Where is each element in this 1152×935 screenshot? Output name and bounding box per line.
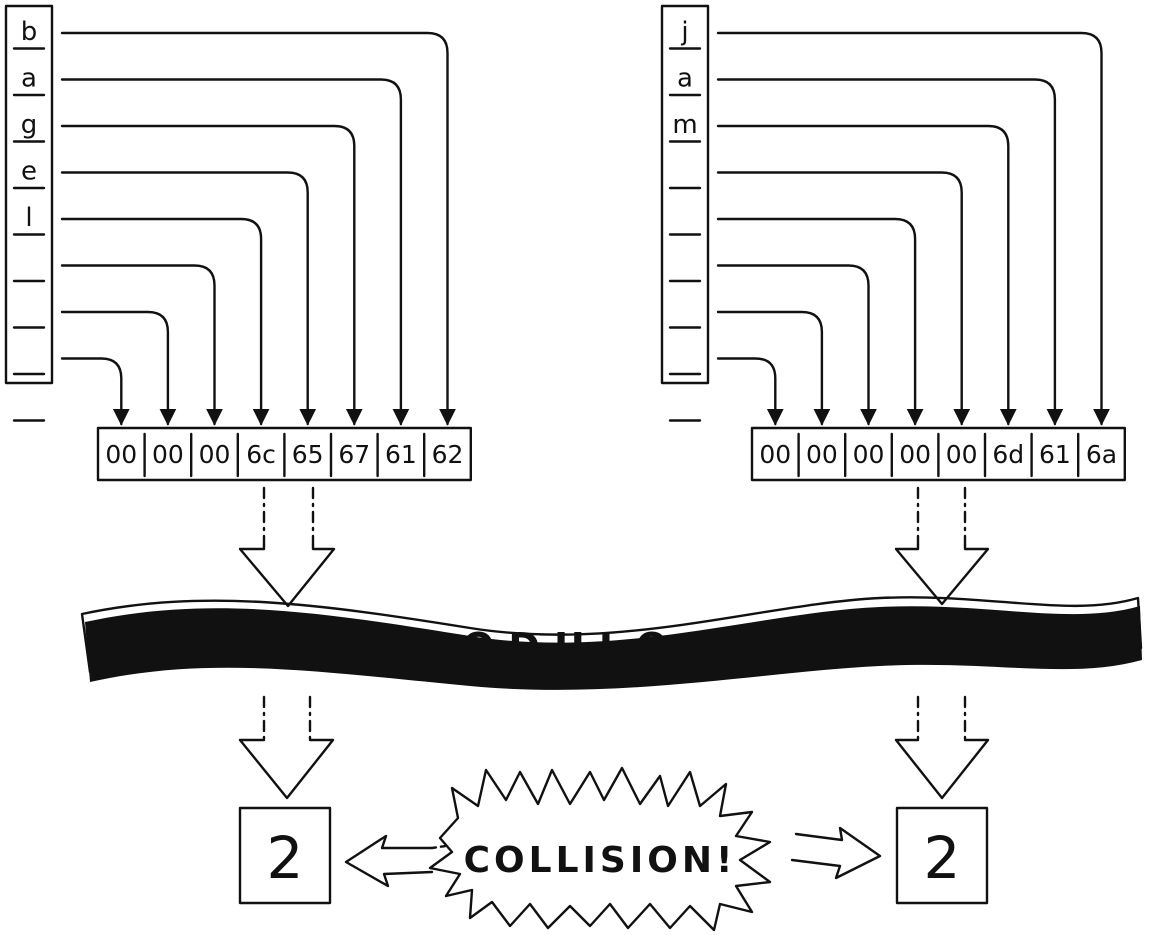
left-result-value: 2 — [267, 824, 304, 892]
left-route-0 — [60, 31, 456, 426]
right-byte-box — [750, 426, 1126, 482]
left-char-4: l — [25, 203, 32, 233]
right-byte-4: 00 — [946, 440, 978, 469]
right-char-1: a — [677, 64, 693, 94]
right-route-3 — [716, 171, 971, 426]
right-routing-lines — [716, 31, 1110, 426]
left-byte-0: 00 — [105, 440, 137, 469]
right-route-7 — [716, 357, 784, 426]
right-route-4 — [716, 217, 924, 426]
right-byte-7: 6a — [1086, 440, 1117, 469]
right-char-0: j — [680, 17, 688, 47]
left-byte-3: 6c — [246, 440, 276, 469]
left-route-7 — [60, 357, 130, 426]
left-byte-box — [96, 426, 472, 482]
left-route-2 — [60, 124, 363, 426]
collision-label: COLLISION! — [464, 840, 737, 881]
left-route-1 — [60, 78, 410, 426]
collision-burst: COLLISION! — [428, 766, 772, 932]
right-route-2 — [716, 124, 1017, 426]
right-byte-2: 00 — [853, 440, 885, 469]
left-char-2: g — [21, 110, 38, 140]
right-result-value: 2 — [924, 824, 961, 892]
left-byte-4: 65 — [292, 440, 324, 469]
left-down-arrow-bottom — [238, 738, 335, 800]
left-byte-6: 61 — [385, 440, 417, 469]
left-char-3: e — [21, 157, 37, 187]
right-route-6 — [716, 310, 831, 426]
modulo-banner: MODULO 8 — [80, 596, 1143, 690]
right-route-1 — [716, 78, 1064, 426]
left-route-4 — [60, 217, 270, 426]
left-byte-5: 67 — [338, 440, 370, 469]
right-dash-lines-lower — [916, 695, 967, 742]
right-byte-6: 61 — [1039, 440, 1071, 469]
right-dash-lines — [916, 486, 967, 547]
left-route-5 — [60, 264, 223, 426]
left-result-box: 2 — [238, 806, 332, 905]
right-route-5 — [716, 264, 877, 426]
left-byte-array: 00 00 00 6c 65 67 61 62 — [96, 426, 472, 482]
right-down-arrow-top — [894, 543, 990, 606]
left-string-box — [4, 4, 54, 385]
right-string-column: jam — [660, 4, 710, 422]
right-byte-1: 00 — [806, 440, 838, 469]
left-routing-lines — [60, 31, 456, 426]
right-byte-3: 00 — [899, 440, 931, 469]
right-string-box — [660, 4, 710, 385]
left-collision-arrow — [344, 834, 448, 888]
left-char-1: a — [21, 64, 37, 94]
left-byte-2: 00 — [199, 440, 231, 469]
left-byte-7: 62 — [432, 440, 464, 469]
right-collision-arrow — [790, 826, 882, 880]
modulo-label: MODULO 8 — [410, 625, 749, 669]
left-dash-lines — [262, 486, 315, 547]
right-route-0 — [716, 31, 1110, 426]
right-byte-0: 00 — [759, 440, 791, 469]
left-char-0: b — [21, 17, 38, 47]
right-result-box: 2 — [895, 806, 989, 905]
left-byte-1: 00 — [152, 440, 184, 469]
left-down-arrow-top — [238, 543, 336, 608]
right-byte-array: 00 00 00 00 00 6d 61 6a — [750, 426, 1126, 482]
left-dash-lines-lower — [262, 695, 312, 742]
left-route-3 — [60, 171, 317, 426]
right-char-2: m — [672, 110, 697, 140]
right-byte-5: 6d — [992, 440, 1024, 469]
left-route-6 — [60, 310, 177, 426]
right-down-arrow-bottom — [894, 738, 990, 800]
